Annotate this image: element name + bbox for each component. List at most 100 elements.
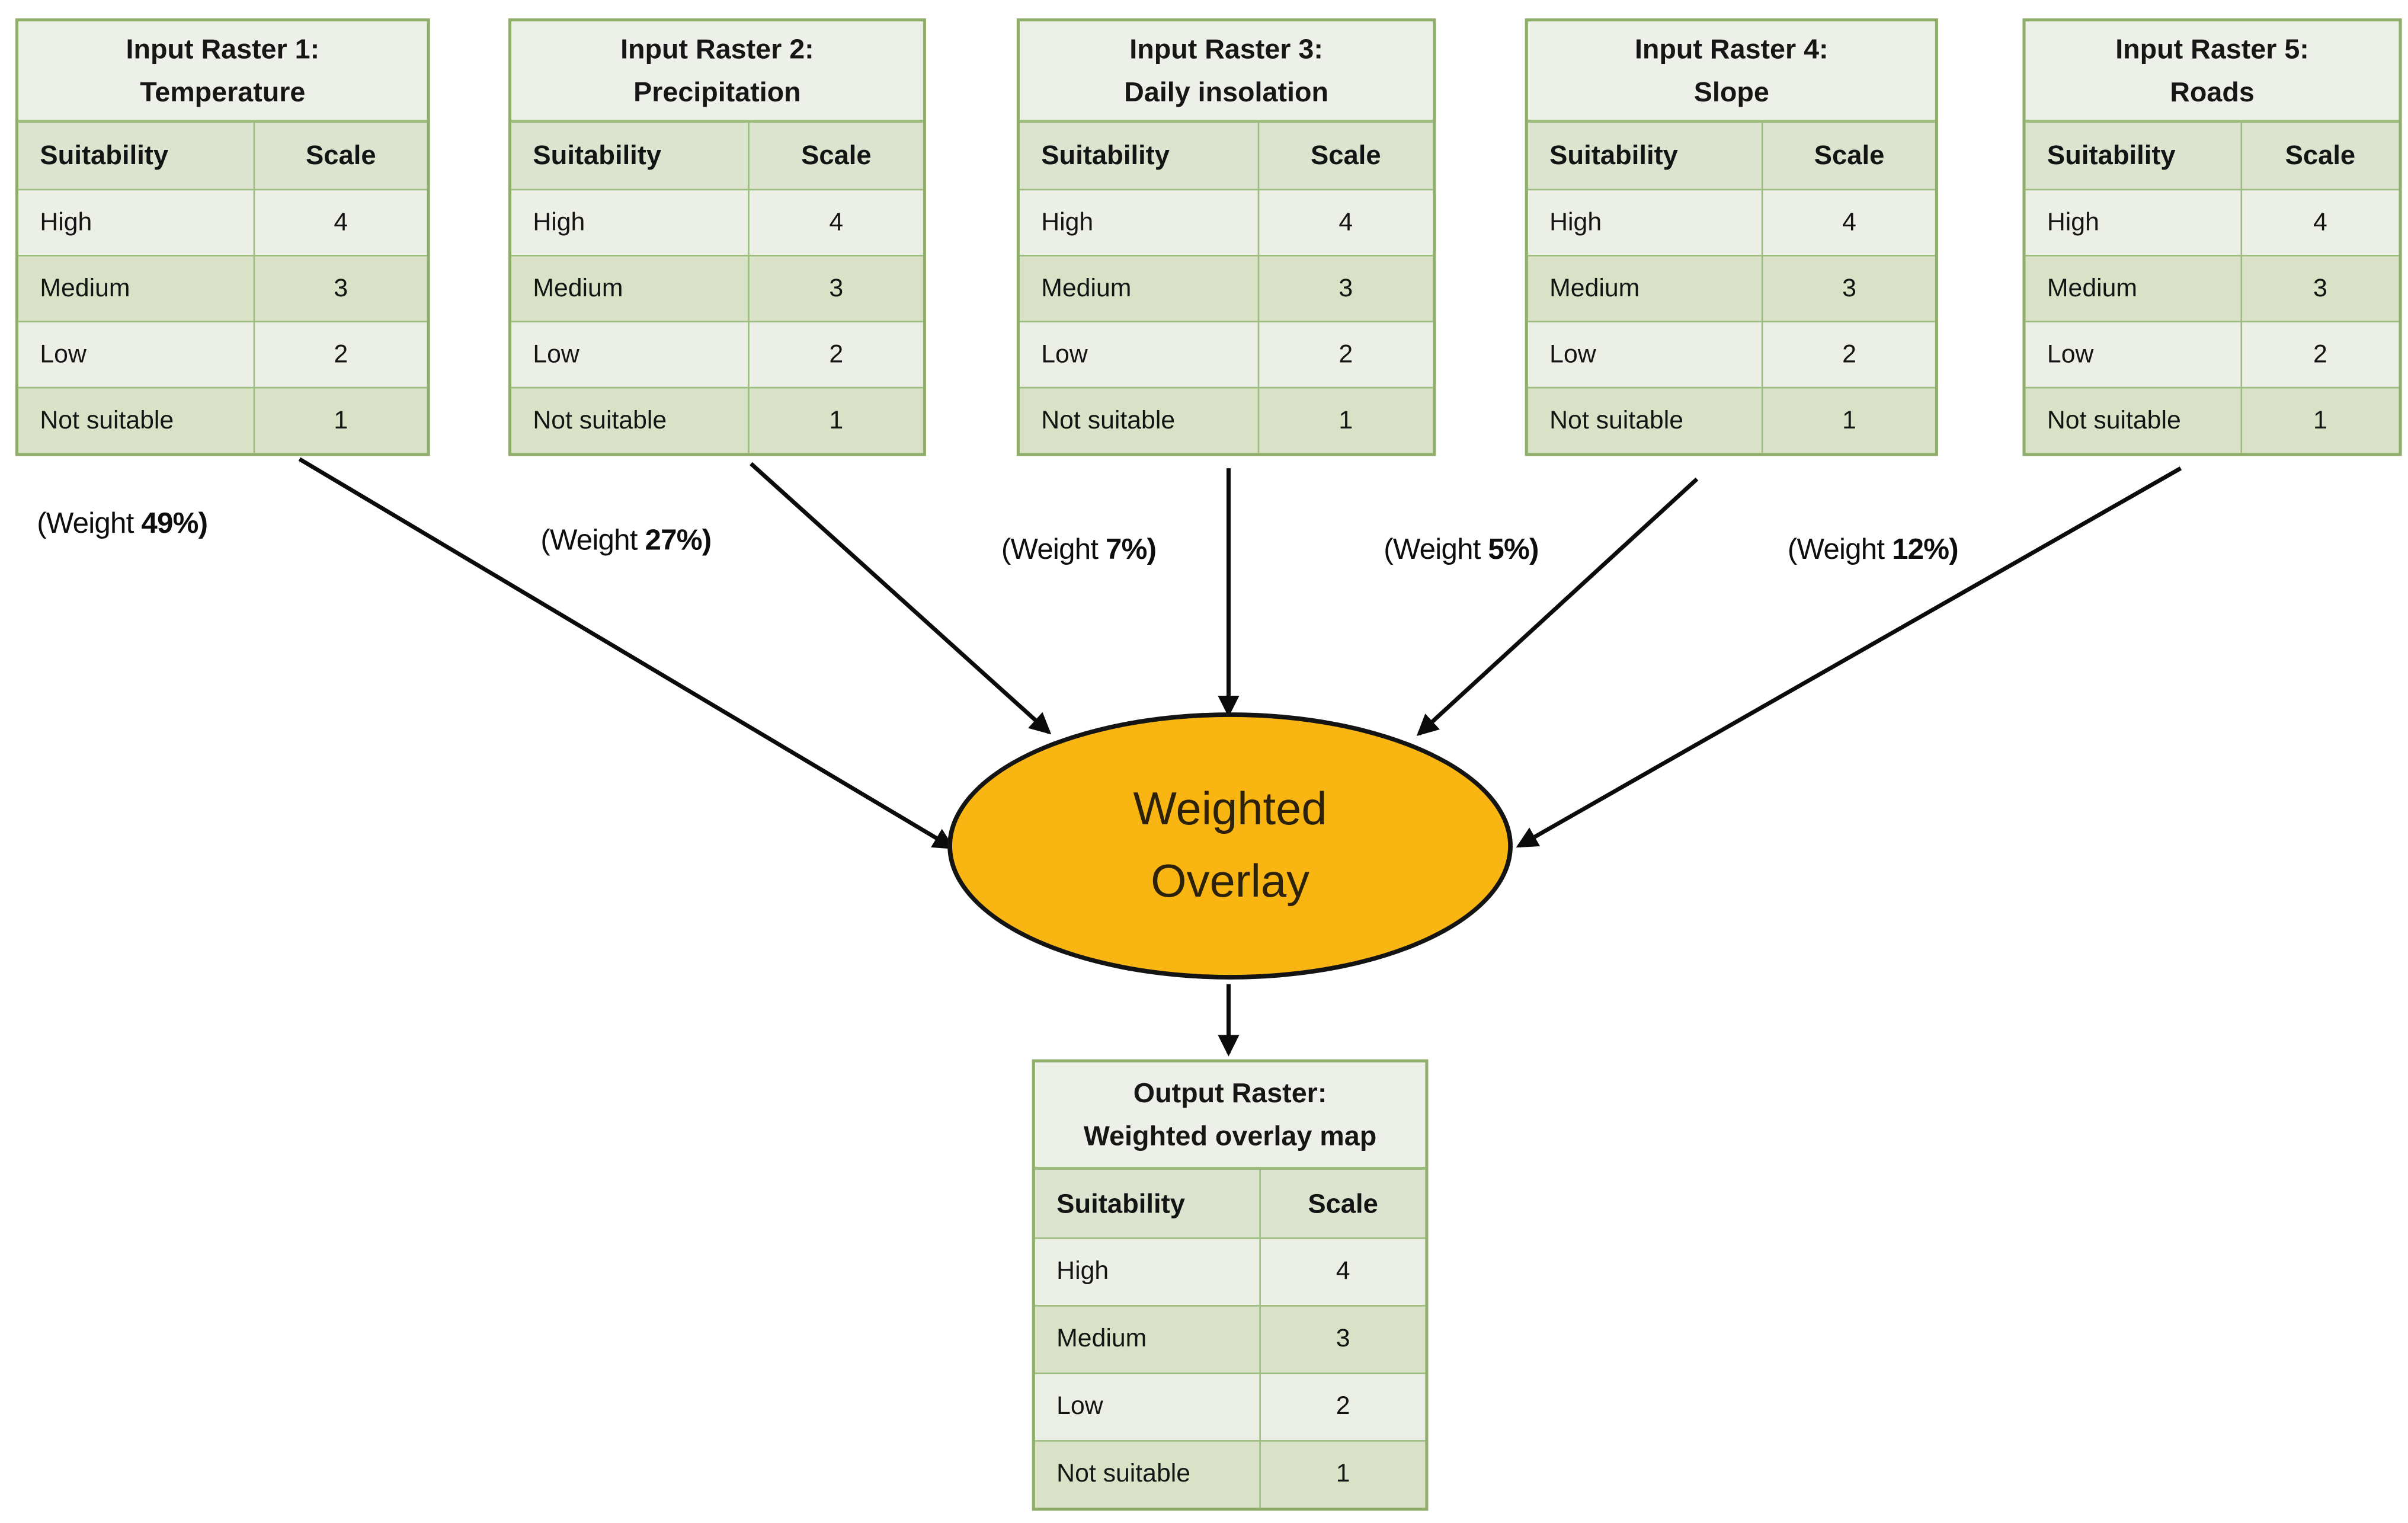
scale-cell: 1 [1257,386,1433,453]
table-title: Input Raster 2: Precipitation [511,21,923,123]
arrow-input-1 [298,457,955,850]
suitability-cell: Medium [1528,255,1762,321]
table-title-line1: Input Raster 2: [620,33,814,65]
table-title: Input Raster 1: Temperature [18,21,427,123]
suitability-cell: Low [1035,1372,1260,1441]
weight-value: 7%) [1106,534,1157,567]
weight-value: 5%) [1488,534,1539,567]
suitability-cell: Low [1528,321,1762,387]
scale-cell: 3 [2240,255,2399,321]
suitability-header-cell: Suitability [511,123,748,189]
suitability-cell: Not suitable [1035,1440,1260,1508]
table-title-line2: Daily insolation [1124,76,1328,108]
weight-value: 49%) [141,508,208,540]
scale-cell: 2 [748,321,923,387]
table-title-line2: Slope [1693,76,1769,108]
suitability-cell: Low [511,321,748,387]
suitability-cell: Low [1019,321,1257,387]
arrow-input-4 [1416,477,1699,737]
suitability-cell: Low [18,321,254,387]
suitability-cell: Not suitable [2025,386,2240,453]
weight-prefix: (Weight [540,525,638,558]
table-title: Input Raster 4: Slope [1528,21,1935,123]
weight-prefix: (Weight [1001,534,1099,567]
scale-header-cell: Scale [2240,123,2399,189]
table-title: Input Raster 5: Roads [2025,21,2399,123]
scale-header-cell: Scale [1762,123,1935,189]
table-title-line2: Weighted overlay map [1083,1121,1377,1152]
scale-cell: 4 [1259,1237,1426,1306]
scale-cell: 3 [1259,1305,1426,1373]
scale-cell: 1 [1259,1440,1426,1508]
weight-value: 27%) [645,525,712,558]
weighted-overlay-ellipse: Weighted Overlay [947,712,1513,980]
scale-cell: 4 [1257,188,1433,255]
suitability-cell: Not suitable [1528,386,1762,453]
table-title-line2: Temperature [140,76,306,108]
suitability-cell: Low [2025,321,2240,387]
scale-cell: 4 [1762,188,1935,255]
weight-prefix: (Weight [1787,534,1885,567]
scale-cell: 1 [1762,386,1935,453]
ellipse-label-line2: Overlay [1151,856,1309,908]
scale-cell: 3 [253,255,427,321]
scale-header-cell: Scale [1257,123,1433,189]
scale-cell: 3 [1762,255,1935,321]
suitability-cell: High [511,188,748,255]
suitability-cell: Not suitable [18,386,254,453]
table-title-line2: Precipitation [633,76,801,108]
scale-header-cell: Scale [253,123,427,189]
suitability-cell: Medium [511,255,748,321]
scale-cell: 4 [253,188,427,255]
scale-cell: 4 [2240,188,2399,255]
suitability-header-cell: Suitability [1528,123,1762,189]
scale-cell: 1 [253,386,427,453]
suitability-cell: High [2025,188,2240,255]
scale-cell: 4 [748,188,923,255]
suitability-cell: Not suitable [511,386,748,453]
suitability-cell: Not suitable [1019,386,1257,453]
suitability-cell: High [1035,1237,1260,1306]
table-title-line1: Output Raster: [1133,1077,1327,1109]
suitability-cell: Medium [18,255,254,321]
suitability-cell: Medium [1035,1305,1260,1373]
scale-cell: 2 [1259,1372,1426,1441]
scale-cell: 2 [253,321,427,387]
scale-header-cell: Scale [1259,1170,1426,1238]
table-title-line1: Input Raster 1: [126,33,320,65]
scale-cell: 2 [1257,321,1433,387]
scale-cell: 2 [2240,321,2399,387]
scale-cell: 1 [748,386,923,453]
ellipse-label-line1: Weighted [1133,784,1327,836]
suitability-header-cell: Suitability [2025,123,2240,189]
arrow-input-5 [1516,466,2182,848]
suitability-cell: High [1528,188,1762,255]
table-title-line1: Input Raster 5: [2115,33,2309,65]
suitability-header-cell: Suitability [1019,123,1257,189]
table-title-line2: Roads [2170,76,2255,108]
scale-cell: 3 [748,255,923,321]
table-title: Input Raster 3: Daily insolation [1019,21,1433,123]
suitability-header-cell: Suitability [18,123,254,189]
scale-header-cell: Scale [748,123,923,189]
table-title-line1: Input Raster 3: [1129,33,1323,65]
weight-prefix: (Weight [37,508,134,540]
table-title-line1: Input Raster 4: [1634,33,1829,65]
